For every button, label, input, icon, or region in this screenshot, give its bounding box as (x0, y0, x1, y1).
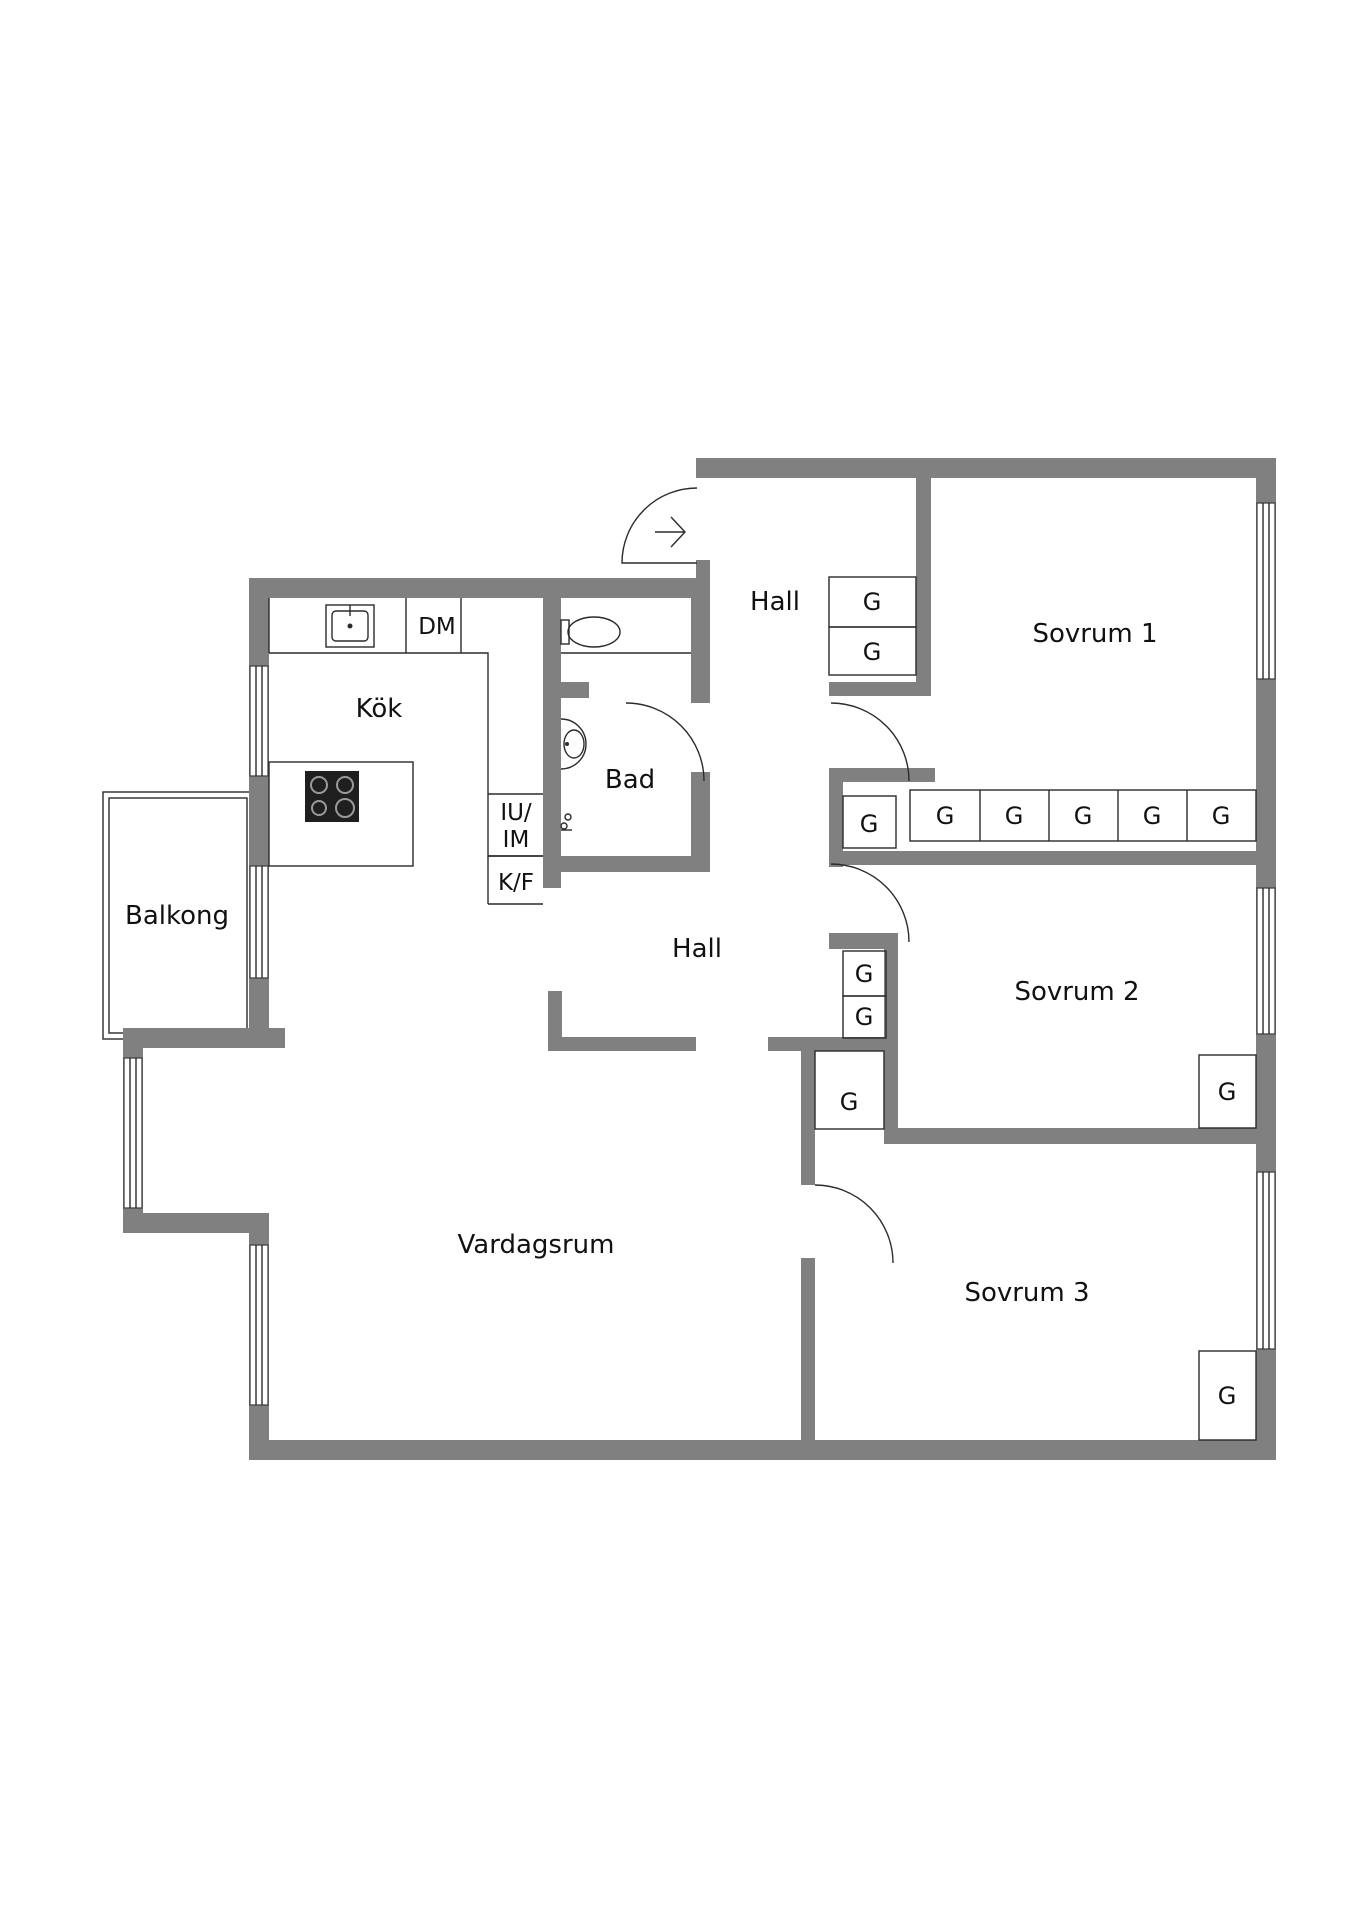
arrow-icon (655, 516, 686, 548)
room-label-hall-lower: Hall (672, 934, 722, 964)
wardrobe-label: G (863, 588, 882, 616)
wardrobe-label: G (855, 1003, 874, 1031)
wardrobe-label: G (860, 810, 879, 838)
room-label-sovrum-3: Sovrum 3 (964, 1278, 1089, 1308)
bathroom-fixtures (560, 616, 691, 831)
wardrobe-label: G (936, 802, 955, 830)
wardrobe-labels: G G G G G G G G G G G G G (840, 588, 1237, 1410)
room-labels: Hall Hall Sovrum 1 Sovrum 2 Sovrum 3 Kök… (125, 587, 1158, 1308)
wardrobes (814, 576, 1257, 1441)
room-label-sovrum-2: Sovrum 2 (1014, 977, 1139, 1007)
room-label-sovrum-1: Sovrum 1 (1032, 619, 1157, 649)
toilet-icon (560, 616, 621, 648)
windows (123, 502, 1276, 1406)
washbasin-icon (560, 718, 587, 770)
room-label-bad: Bad (605, 765, 655, 795)
sink-icon (325, 604, 375, 648)
wardrobe-label: G (1212, 802, 1231, 830)
wardrobe-label: G (1074, 802, 1093, 830)
kitchen-fixtures (268, 598, 543, 905)
kf-label: K/F (498, 870, 534, 896)
room-label-vardagsrum: Vardagsrum (458, 1230, 615, 1260)
wardrobe-label: G (1143, 802, 1162, 830)
wardrobe-label: G (855, 960, 874, 988)
dishwasher-label: DM (418, 614, 456, 640)
wardrobe-label: G (1218, 1078, 1237, 1106)
room-label-hall-upper: Hall (750, 587, 800, 617)
room-label-kok: Kök (356, 694, 403, 724)
fridge-freezer-label-line2: IM (503, 827, 530, 853)
wardrobe-label: G (1005, 802, 1024, 830)
wardrobe-label: G (863, 638, 882, 666)
fridge-freezer-label-line1: IU/ (500, 800, 532, 826)
stove-icon (305, 771, 359, 822)
room-label-balkong: Balkong (125, 901, 229, 931)
wardrobe-label: G (1218, 1382, 1237, 1410)
wardrobe-label: G (840, 1088, 859, 1116)
doors (621, 487, 910, 1264)
shower-icon (560, 813, 572, 831)
